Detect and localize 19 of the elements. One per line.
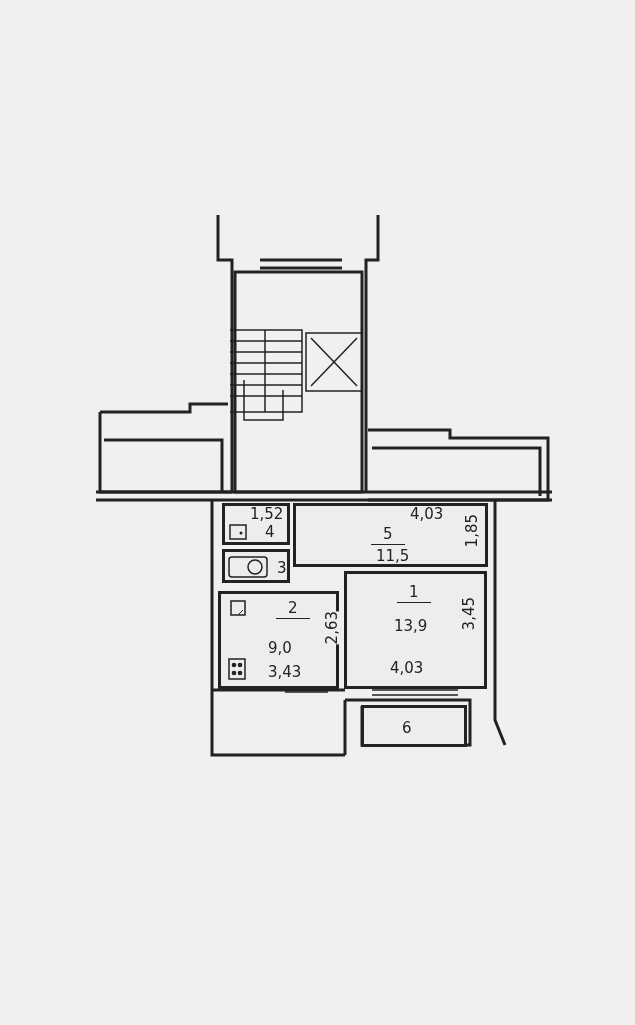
room-outline [218,591,339,689]
room-outline [361,705,467,747]
room-outline [344,571,487,689]
room-number: 5 [371,526,405,545]
dimension-label: 1,85 [462,514,482,548]
dimension-label: 4,03 [408,506,446,522]
dimension-label: 2,63 [322,611,342,645]
room-area: 11,5 [376,548,410,564]
dimension-label: 3,43 [266,664,304,680]
room-outline [293,503,488,567]
room-number: 2 [276,600,310,619]
room-number: 6 [402,720,412,736]
room-number: 3 [277,560,287,576]
room-area: 9,0 [268,640,292,656]
room-number: 4 [265,524,275,540]
dimension-label: 3,45 [459,597,479,631]
dimension-label: 4,03 [388,660,426,676]
room-number: 1 [397,584,431,603]
room-area: 13,9 [394,618,428,634]
